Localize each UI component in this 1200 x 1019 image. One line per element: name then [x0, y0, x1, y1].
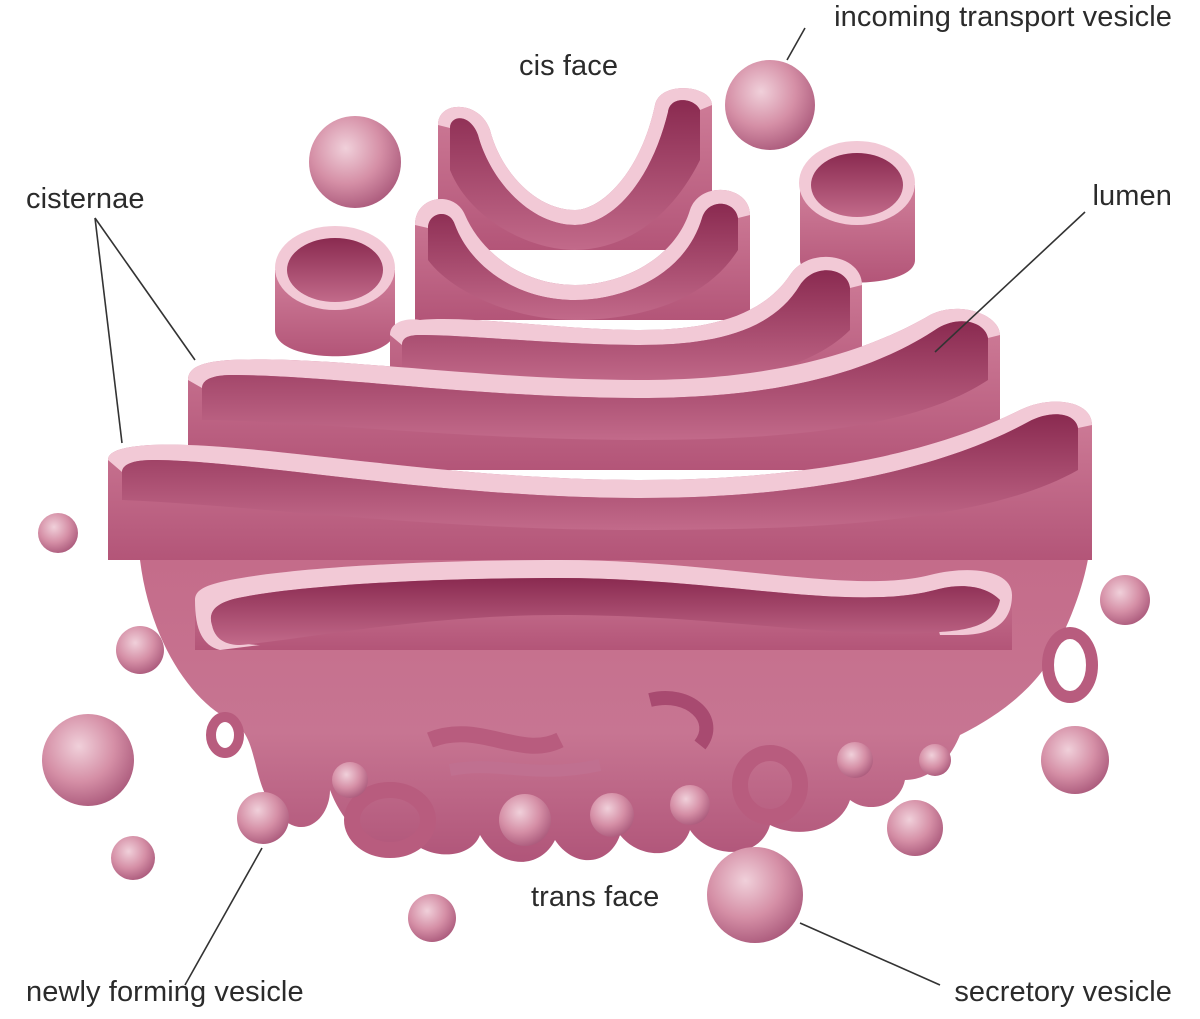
cisterna-4	[188, 308, 1000, 470]
vesicle-left-bottom	[111, 836, 155, 880]
cisterna-6	[195, 560, 1012, 650]
vesicle-right-mid	[887, 800, 943, 856]
vesicle-right-top	[1100, 575, 1150, 625]
label-cisternae: cisternae	[26, 183, 145, 215]
label-trans-face: trans face	[531, 881, 660, 913]
cis-cisterna	[438, 88, 712, 251]
vesicle-left-large	[42, 714, 134, 806]
leader-incoming	[786, 27, 806, 61]
incoming-transport-vesicle	[725, 60, 815, 150]
leader-lumen	[934, 211, 1086, 353]
vesicle-right-large	[1041, 726, 1109, 794]
leader-secretory	[799, 922, 941, 986]
label-incoming-transport-vesicle: incoming transport vesicle	[834, 1, 1172, 33]
label-lumen: lumen	[1092, 180, 1172, 212]
leader-lines	[94, 27, 1086, 986]
cisterna-3	[390, 256, 862, 410]
label-newly-forming-vesicle: newly forming vesicle	[26, 976, 304, 1008]
cisterna-5	[108, 401, 1092, 560]
leader-cisternae-1	[94, 217, 196, 361]
label-secretory-vesicle: secretory vesicle	[954, 976, 1172, 1008]
vesicles	[38, 60, 1150, 943]
cis-tube-left	[275, 226, 395, 357]
leader-newly	[184, 847, 263, 986]
cisterna-2	[415, 189, 750, 320]
secretory-vesicle	[707, 847, 803, 943]
label-cis-face: cis face	[519, 50, 619, 82]
vesicle-bottom-small	[408, 894, 456, 942]
vesicle-top-left	[309, 116, 401, 208]
vesicle-left-small	[38, 513, 78, 553]
leader-cisternae-2	[94, 217, 123, 444]
